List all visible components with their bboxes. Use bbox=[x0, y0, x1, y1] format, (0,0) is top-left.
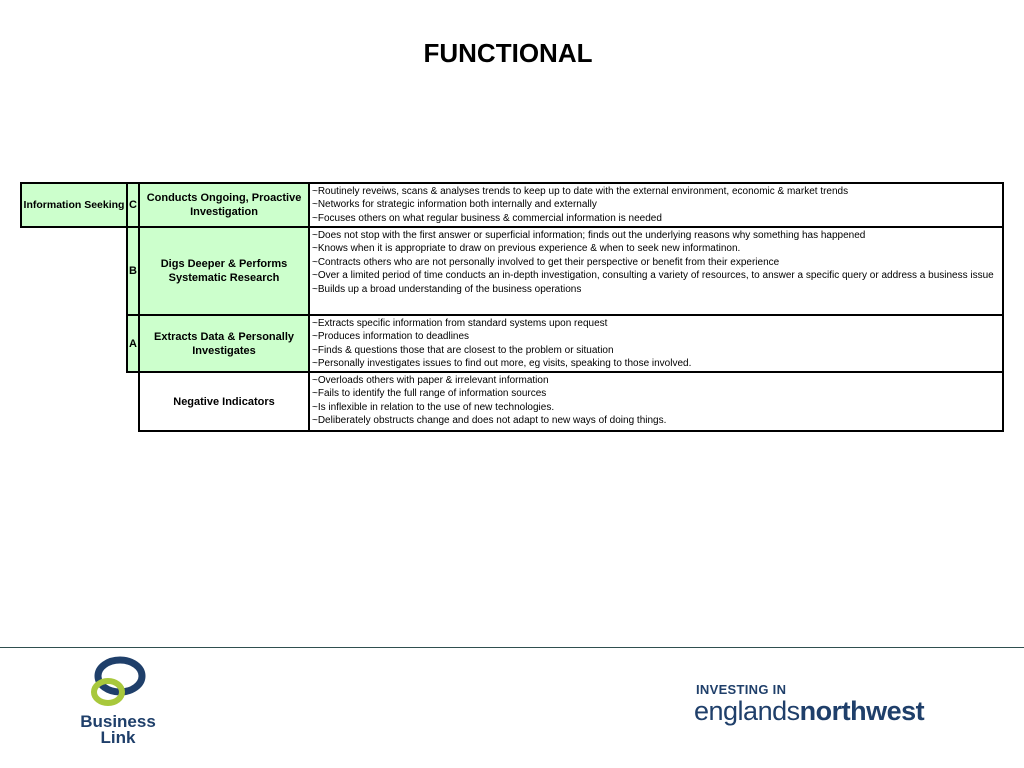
business-link-logo: Business Link bbox=[78, 656, 158, 752]
description-line: ~Over a limited period of time conducts … bbox=[312, 270, 994, 282]
negative-indicators-description: ~Overloads others with paper & irrelevan… bbox=[308, 371, 1004, 432]
description-line: ~Overloads others with paper & irrelevan… bbox=[312, 375, 549, 386]
description-line: ~Knows when it is appropriate to draw on… bbox=[312, 243, 741, 255]
level-description-b: ~Does not stop with the first answer or … bbox=[308, 226, 1004, 316]
description-line: ~Builds up a broad understanding of the … bbox=[312, 283, 582, 295]
level-description-c: ~Routinely reveiws, scans & analyses tre… bbox=[308, 182, 1004, 228]
description-line: ~Finds & questions those that are closes… bbox=[312, 344, 614, 356]
description-line: ~Personally investigates issues to find … bbox=[312, 358, 692, 370]
level-description-a: ~Extracts specific information from stan… bbox=[308, 314, 1004, 373]
description-line: ~Contracts others who are not personally… bbox=[312, 256, 780, 268]
description-line: ~Produces information to deadlines bbox=[312, 331, 470, 343]
page-title: FUNCTIONAL bbox=[423, 38, 593, 68]
business-link-logo-text: Business Link bbox=[80, 712, 156, 747]
competency-name: Information Seeking bbox=[23, 199, 125, 211]
description-line: ~Does not stop with the first answer or … bbox=[312, 230, 866, 241]
business-link-rings-icon bbox=[91, 656, 146, 706]
description-line: ~Fails to identify the full range of inf… bbox=[312, 388, 547, 400]
logo-wordmark: englandsnorthwest bbox=[694, 696, 925, 726]
description-line: ~Networks for strategic information both… bbox=[312, 199, 597, 211]
description-line: ~Extracts specific information from stan… bbox=[312, 318, 608, 329]
footer-divider bbox=[0, 647, 1024, 648]
description-line: ~Is inflexible in relation to the use of… bbox=[312, 401, 555, 413]
description-line: ~Routinely reveiws, scans & analyses tre… bbox=[312, 186, 849, 197]
level-heading-c: Conducts Ongoing, Proactive Investigatio… bbox=[138, 182, 310, 228]
logo-tagline: INVESTING IN bbox=[696, 682, 787, 697]
description-line: ~Focuses others on what regular business… bbox=[312, 212, 662, 224]
level-heading-a: Extracts Data & Personally Investigates bbox=[138, 314, 310, 373]
description-line: ~Deliberately obstructs change and does … bbox=[312, 415, 667, 427]
englands-northwest-logo: INVESTING IN englandsnorthwest bbox=[694, 680, 974, 732]
competency-name-cell: Information Seeking bbox=[20, 182, 128, 228]
negative-indicators-heading: Negative Indicators bbox=[138, 371, 310, 432]
level-heading-b: Digs Deeper & Performs Systematic Resear… bbox=[138, 226, 310, 316]
